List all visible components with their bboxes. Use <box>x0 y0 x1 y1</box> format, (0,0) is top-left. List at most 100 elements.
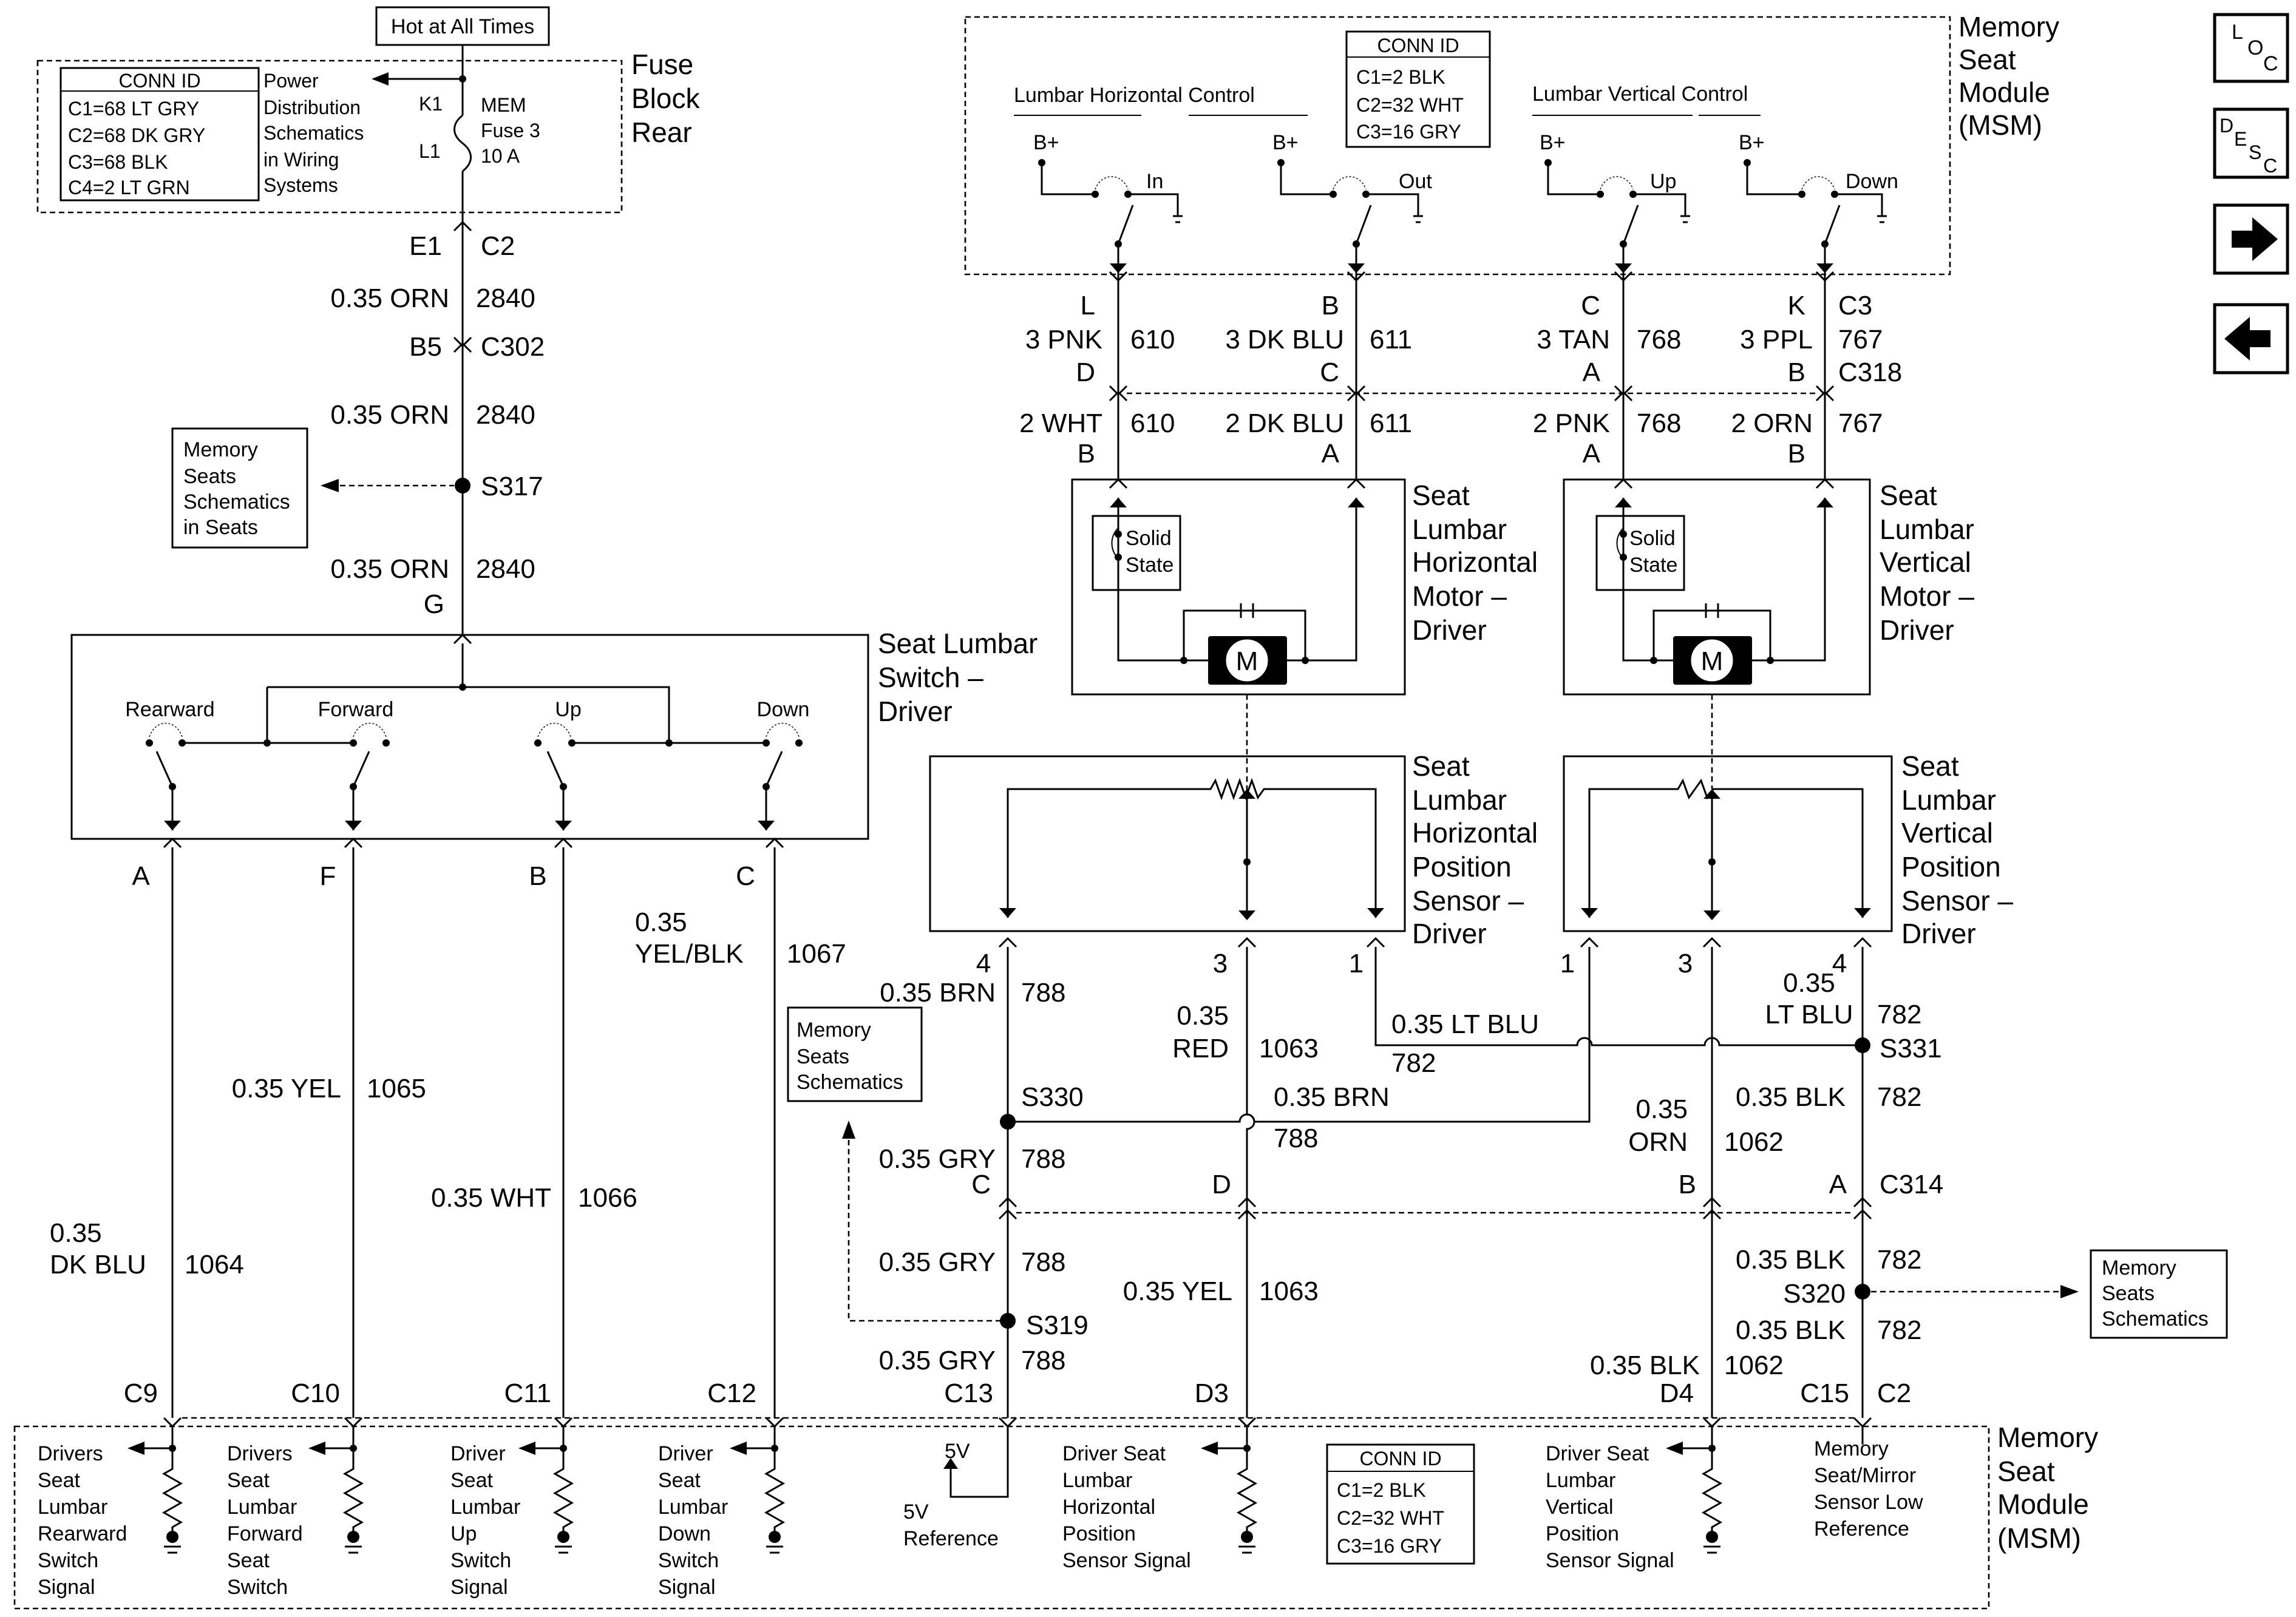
circuit-number-label: 2840 <box>476 400 535 430</box>
next-page-button[interactable] <box>2213 203 2289 275</box>
svg-text:(MSM): (MSM) <box>1958 109 2042 141</box>
svg-text:2 DK BLU: 2 DK BLU <box>1225 408 1344 438</box>
svg-text:Block: Block <box>631 83 700 114</box>
desc-button[interactable]: D E S C <box>2213 107 2289 179</box>
svg-text:1: 1 <box>1349 949 1364 978</box>
svg-text:Sensor Low: Sensor Low <box>1814 1491 1923 1514</box>
svg-text:Switch: Switch <box>658 1549 719 1572</box>
pin-c-label: C <box>736 861 755 891</box>
svg-text:0.35: 0.35 <box>1635 1094 1688 1124</box>
circuit-number-label: 2840 <box>476 283 535 313</box>
contact-forward-label: Forward <box>318 698 394 721</box>
wire-color-label: 0.35 ORN <box>330 283 449 313</box>
svg-text:C9: C9 <box>124 1378 158 1408</box>
svg-text:1: 1 <box>1560 949 1575 978</box>
svg-text:B: B <box>1788 358 1805 387</box>
desc-letter-d: D <box>2220 115 2233 137</box>
svg-text:782: 782 <box>1877 1000 1921 1029</box>
loc-letter-o: O <box>2247 36 2263 59</box>
svg-text:Driver: Driver <box>1880 614 1954 646</box>
ground-icon <box>1877 215 1887 223</box>
svg-text:C10: C10 <box>291 1378 340 1408</box>
msm-title: Memory <box>1958 11 2059 42</box>
wire-1067-color: 0.35 <box>635 907 687 937</box>
svg-text:in Wiring: in Wiring <box>263 149 339 171</box>
svg-text:Seat: Seat <box>38 1469 80 1492</box>
loc-letter-c: C <box>2263 52 2278 75</box>
prev-page-button[interactable] <box>2213 303 2289 375</box>
svg-text:Drivers: Drivers <box>38 1442 103 1465</box>
svg-text:Seat: Seat <box>1997 1456 2055 1487</box>
svg-text:Horizontal: Horizontal <box>1062 1496 1155 1519</box>
svg-text:B: B <box>1788 439 1805 469</box>
splice-s330-label: S330 <box>1021 1082 1084 1112</box>
msm-5v-reference: 5V <box>943 1426 1009 1498</box>
ground-icon <box>1413 215 1423 223</box>
svg-text:0.35 BLK: 0.35 BLK <box>1736 1315 1846 1345</box>
svg-text:Switch –: Switch – <box>878 662 983 693</box>
svg-text:Position: Position <box>1546 1522 1619 1545</box>
svg-text:Horizontal: Horizontal <box>1412 817 1538 849</box>
svg-text:Forward: Forward <box>227 1522 303 1545</box>
splice-s317 <box>455 478 470 493</box>
relay-contact-down: B+ Down <box>1739 131 1898 248</box>
svg-text:Lumbar: Lumbar <box>1901 784 1996 816</box>
svg-text:C: C <box>971 1170 991 1199</box>
circuit-number-label: 2840 <box>476 554 535 584</box>
ground-icon <box>555 1545 572 1554</box>
svg-text:0.35 BLK: 0.35 BLK <box>1736 1082 1846 1112</box>
svg-text:0.35 BLK: 0.35 BLK <box>1590 1351 1700 1380</box>
svg-text:768: 768 <box>1637 408 1681 438</box>
svg-text:3 DK BLU: 3 DK BLU <box>1225 325 1344 354</box>
svg-text:610: 610 <box>1130 408 1175 438</box>
loc-letter-l: L <box>2232 21 2243 44</box>
svg-text:Memory: Memory <box>183 438 258 461</box>
wire-color-label: 0.35 ORN <box>330 554 449 584</box>
svg-text:B+: B+ <box>1033 131 1059 154</box>
svg-text:Memory: Memory <box>2102 1256 2176 1280</box>
svg-text:in Seats: in Seats <box>183 516 258 539</box>
msm-input-rearward <box>127 1426 183 1554</box>
loc-button[interactable]: L O C <box>2213 13 2289 83</box>
svg-text:Sensor –: Sensor – <box>1901 885 2014 917</box>
svg-text:Horizontal: Horizontal <box>1412 546 1538 578</box>
svg-text:788: 788 <box>1021 1144 1065 1174</box>
svg-text:2 PNK: 2 PNK <box>1533 408 1610 438</box>
memory-seats-ref-left <box>787 1006 923 1102</box>
svg-text:3: 3 <box>1213 949 1228 978</box>
svg-text:Seats: Seats <box>796 1045 849 1068</box>
svg-text:C: C <box>1320 358 1339 387</box>
msm-bottom-conn-id-box: CONN ID C1=2 BLK C2=32 WHT C3=16 GRY <box>1326 1443 1475 1565</box>
lumbar-switch-title: Seat Lumbar <box>878 628 1038 659</box>
svg-text:782: 782 <box>1877 1245 1921 1275</box>
msm-signal-labels: Drivers Seat Lumbar Rearward Switch Sign… <box>38 1437 1923 1599</box>
msm-input-horizontal-sensor <box>1201 1426 1258 1554</box>
horizontal-position-sensor: Seat Lumbar Horizontal Position Sensor –… <box>929 750 1538 949</box>
connector-c3-label: C3 <box>1838 291 1872 320</box>
connector-c302-symbol <box>453 336 472 353</box>
svg-text:782: 782 <box>1391 1048 1436 1078</box>
desc-letter-c: C <box>2263 155 2277 177</box>
svg-text:Schematics: Schematics <box>2102 1307 2209 1331</box>
svg-text:782: 782 <box>1877 1315 1921 1345</box>
msm-bottom-title: Memory <box>1997 1422 2098 1453</box>
svg-text:B+: B+ <box>1272 131 1299 154</box>
svg-text:C13: C13 <box>944 1378 993 1408</box>
vertical-control-label: Lumbar Vertical Control <box>1532 83 1748 106</box>
svg-text:Memory: Memory <box>1814 1437 1889 1460</box>
svg-text:State: State <box>1629 554 1677 577</box>
ground-icon <box>1703 1545 1720 1554</box>
svg-text:Position: Position <box>1901 851 2001 883</box>
svg-text:Seat: Seat <box>227 1549 270 1572</box>
svg-text:D: D <box>1212 1170 1231 1199</box>
splice-s319 <box>1000 1313 1016 1329</box>
desc-letter-e: E <box>2234 128 2247 150</box>
svg-text:RED: RED <box>1172 1034 1229 1063</box>
svg-text:ORN: ORN <box>1628 1127 1688 1157</box>
svg-text:Sensor Signal: Sensor Signal <box>1546 1549 1674 1572</box>
svg-text:Switch: Switch <box>450 1549 511 1572</box>
svg-text:A: A <box>1829 1170 1847 1199</box>
svg-text:5V: 5V <box>945 1440 970 1463</box>
svg-text:CONN ID: CONN ID <box>118 70 200 92</box>
